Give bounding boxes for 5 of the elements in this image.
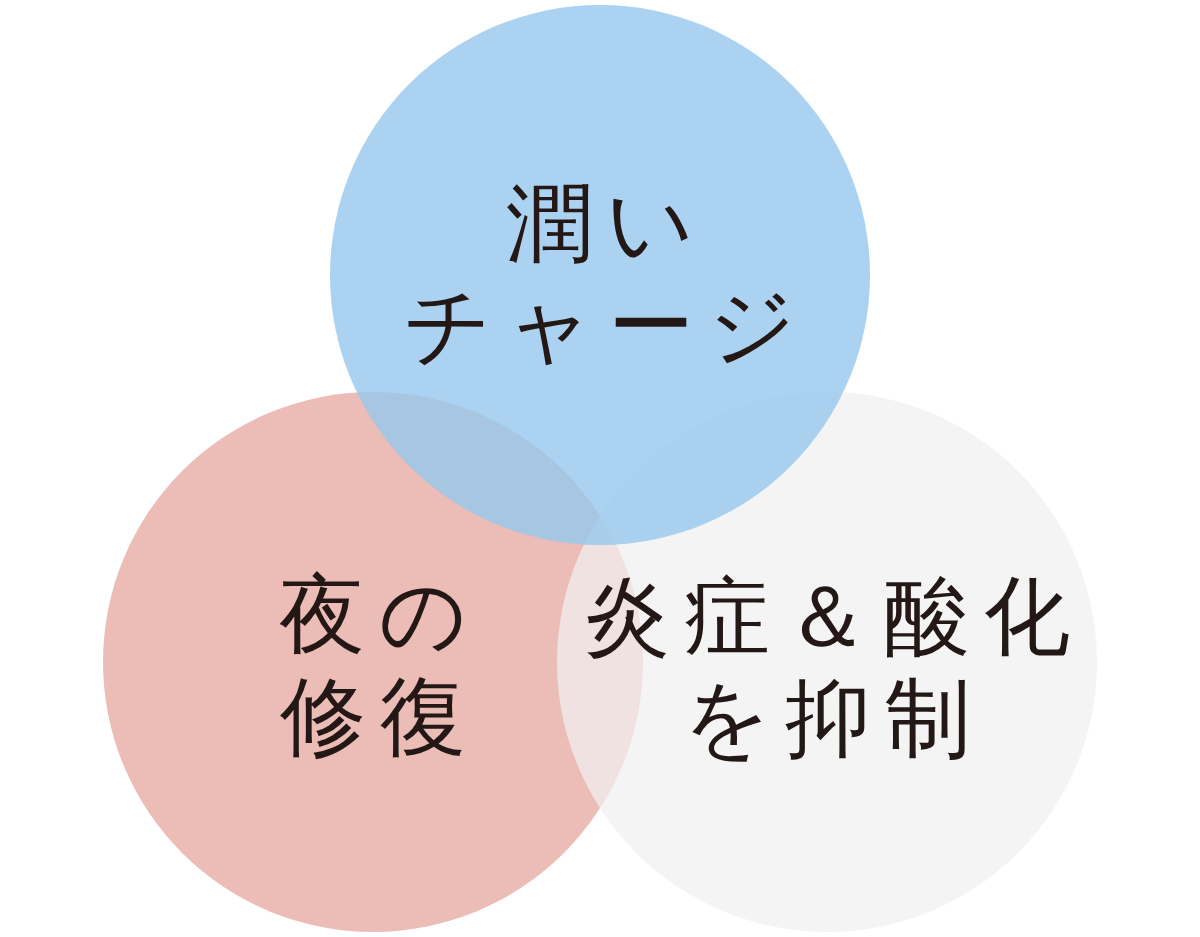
venn-circle	[330, 5, 870, 545]
circle-label: 潤いチャージ	[403, 175, 810, 376]
venn-circle	[557, 392, 1097, 932]
circle-label: 炎症＆酸化を抑制	[583, 568, 1084, 769]
circle-label: 夜の修復	[278, 566, 481, 767]
